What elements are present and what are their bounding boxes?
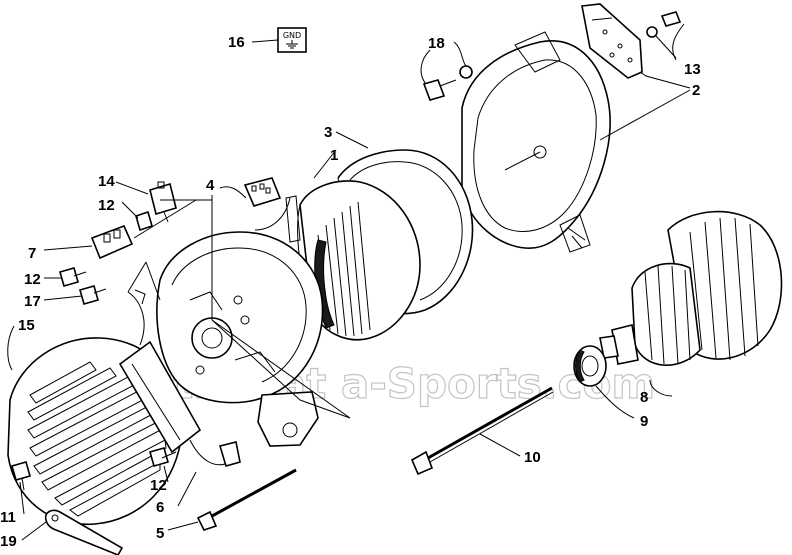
screw-12a-part bbox=[135, 210, 153, 232]
callout-7: 7 bbox=[28, 245, 36, 262]
callout-3: 3 bbox=[324, 124, 332, 141]
stator-connector-part bbox=[243, 177, 282, 207]
gnd-decal-part: GND bbox=[277, 27, 307, 53]
callout-10: 10 bbox=[524, 449, 541, 466]
callout-11: 11 bbox=[0, 509, 16, 526]
regulator-part bbox=[118, 289, 241, 467]
gnd-decal-text: GND bbox=[283, 31, 301, 40]
callout-5: 5 bbox=[156, 525, 164, 542]
front-housing-part bbox=[156, 231, 324, 447]
rotor-part bbox=[599, 210, 783, 366]
callout-19: 19 bbox=[0, 533, 17, 550]
callout-14: 14 bbox=[98, 173, 115, 190]
callout-18: 18 bbox=[428, 35, 445, 52]
callout-12-left: 12 bbox=[24, 271, 41, 288]
callout-17: 17 bbox=[24, 293, 41, 310]
callout-1: 1 bbox=[330, 147, 338, 164]
stator-part bbox=[254, 180, 421, 341]
callout-2: 2 bbox=[692, 82, 700, 99]
screw-13-part bbox=[646, 11, 682, 38]
callout-13: 13 bbox=[684, 61, 701, 78]
bearing-part bbox=[573, 345, 607, 387]
callout-16: 16 bbox=[228, 34, 245, 51]
long-bolt-10-part bbox=[410, 386, 554, 476]
strap-19-part bbox=[44, 509, 124, 555]
leader-lines bbox=[7, 23, 691, 541]
screw-12c-part bbox=[149, 447, 177, 467]
brush-holder-part bbox=[90, 224, 134, 260]
callout-labels: 1 2 3 4 5 6 7 8 9 10 11 12 12 12 13 14 1… bbox=[0, 34, 701, 550]
callout-8: 8 bbox=[640, 389, 648, 406]
callout-12-bottom: 12 bbox=[150, 477, 167, 494]
end-cover-part bbox=[461, 31, 611, 253]
callout-15: 15 bbox=[18, 317, 35, 334]
callout-12-top: 12 bbox=[98, 197, 115, 214]
screw-17-part bbox=[79, 285, 107, 305]
callout-4: 4 bbox=[206, 177, 215, 194]
bolt-5-part bbox=[196, 468, 297, 531]
callout-9: 9 bbox=[640, 413, 648, 430]
callout-6: 6 bbox=[156, 499, 164, 516]
screw-11-part bbox=[11, 461, 31, 491]
bracket-part bbox=[581, 3, 643, 79]
bolt-18-part bbox=[422, 65, 473, 101]
screw-12b-part bbox=[59, 267, 87, 287]
connector-14-part bbox=[149, 181, 177, 223]
